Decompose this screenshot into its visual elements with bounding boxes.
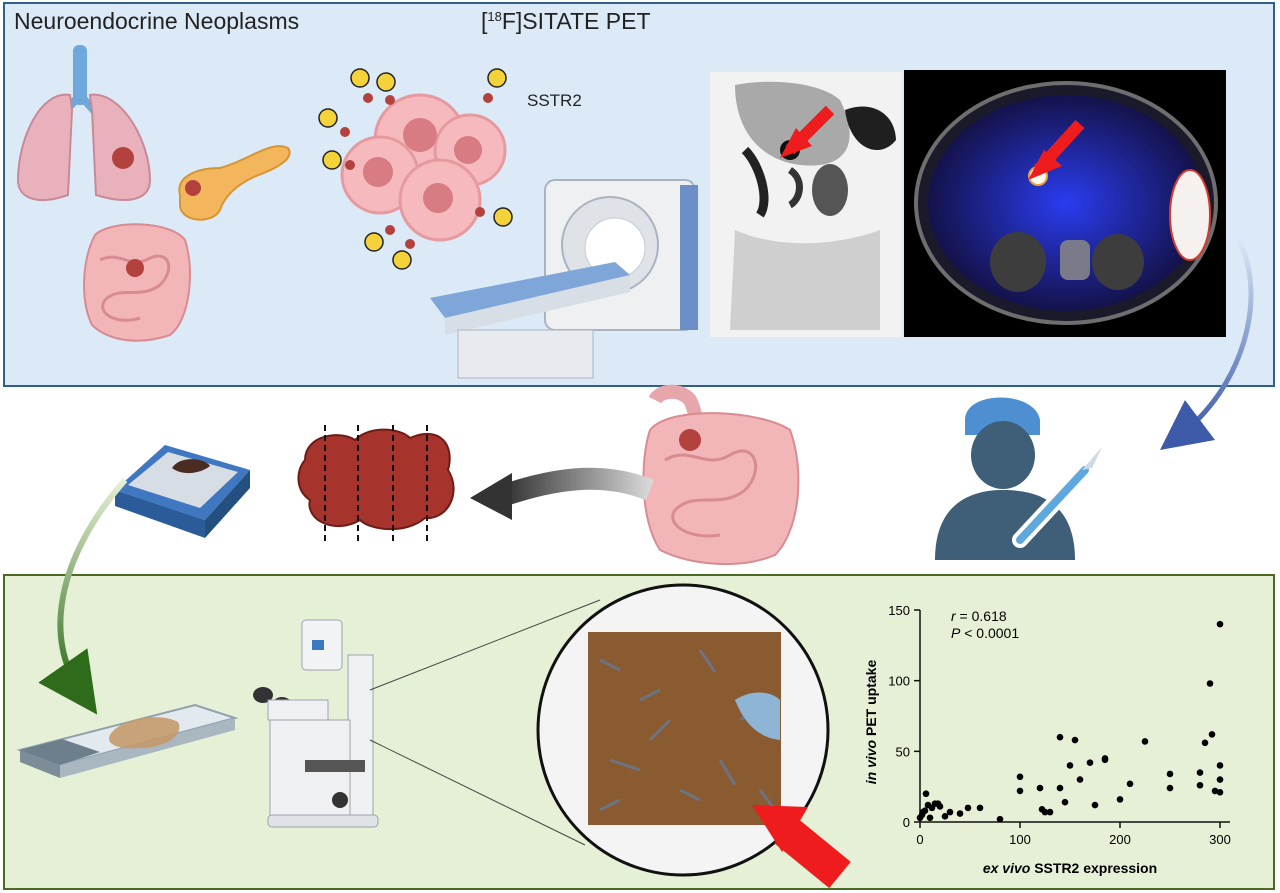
microscope-icon <box>253 619 379 828</box>
data-point <box>1016 787 1024 795</box>
data-point <box>1061 798 1069 806</box>
data-point <box>1046 808 1054 816</box>
data-point <box>1208 731 1216 738</box>
data-point <box>1101 755 1109 762</box>
radiotracer-icon <box>318 68 513 270</box>
data-point <box>1196 769 1204 776</box>
data-point <box>1216 620 1224 628</box>
scatter-chart: 0 100 200 300 0 50 100 150 r = 0.618 P < 0.0001… <box>863 603 1231 876</box>
data-point <box>1166 784 1174 792</box>
data-point <box>921 807 929 814</box>
data-point <box>976 804 984 812</box>
data-point <box>1126 780 1134 788</box>
data-point <box>1116 796 1124 803</box>
x-tick-label: 200 <box>1109 832 1131 847</box>
data-point <box>1086 759 1094 766</box>
data-point <box>1076 776 1084 783</box>
data-point <box>1066 762 1074 769</box>
data-point <box>1166 770 1174 778</box>
data-point <box>1071 736 1079 744</box>
y-tick-label: 0 <box>903 815 910 830</box>
y-tick-label: 100 <box>888 674 910 689</box>
x-tick-label: 0 <box>916 832 923 847</box>
annotation-p: P < 0.0001 <box>951 625 1019 641</box>
x-tick-label: 100 <box>1009 832 1031 847</box>
data-point <box>996 815 1004 823</box>
annotation-r: r = 0.618 <box>951 608 1007 624</box>
data-point <box>1216 776 1224 783</box>
data-point <box>1206 680 1214 687</box>
data-point <box>941 813 949 820</box>
data-point <box>1056 733 1064 741</box>
data-point <box>926 814 934 822</box>
data-point <box>946 808 954 816</box>
neoplasms-title: Neuroendocrine Neoplasms <box>14 8 300 34</box>
y-tick-label: 150 <box>888 603 910 618</box>
glass-slide-icon <box>16 703 239 778</box>
data-point <box>1196 781 1204 789</box>
data-point <box>936 803 944 810</box>
data-point <box>1201 739 1209 747</box>
data-point <box>964 804 972 812</box>
data-point <box>1216 789 1224 796</box>
resected-intestine-icon <box>642 384 800 566</box>
data-point <box>1016 773 1024 781</box>
data-point <box>1216 762 1224 769</box>
y-axis-label: in vivo PET uptake <box>863 660 879 785</box>
arrow-to-slicing <box>501 467 655 506</box>
data-point <box>1041 808 1049 816</box>
data-point <box>922 790 930 798</box>
arrow-to-slide <box>38 478 128 715</box>
tumor-cells-icon <box>340 93 507 242</box>
y-tick-label: 50 <box>896 744 910 759</box>
specimen-scale-icon <box>115 445 250 538</box>
intestine-icon <box>83 223 191 342</box>
data-point <box>1211 787 1219 795</box>
ihc-magnification <box>536 583 830 877</box>
data-point <box>1091 801 1099 809</box>
sliced-tumor-icon <box>297 425 455 545</box>
x-tick-label: 300 <box>1209 832 1231 847</box>
surgeon-icon <box>935 397 1075 560</box>
x-axis-label: ex vivo SSTR2 expression <box>983 860 1157 876</box>
lungs-icon <box>16 45 152 201</box>
scalpel-icon <box>1012 447 1102 548</box>
pancreas-icon <box>178 145 291 221</box>
pet-tracer-title: [18F]SITATE PET <box>481 8 651 34</box>
arrow-to-surgery <box>1160 236 1254 451</box>
pet-scanner-icon <box>430 179 698 379</box>
mri-image <box>710 72 902 337</box>
data-point <box>1056 784 1064 792</box>
sstr2-label: SSTR2 <box>527 91 582 110</box>
data-point <box>1141 738 1149 745</box>
data-point <box>956 810 964 817</box>
pet-ct-image <box>904 70 1226 337</box>
ihc-highlight-arrow <box>752 805 851 889</box>
data-point <box>1036 784 1044 792</box>
